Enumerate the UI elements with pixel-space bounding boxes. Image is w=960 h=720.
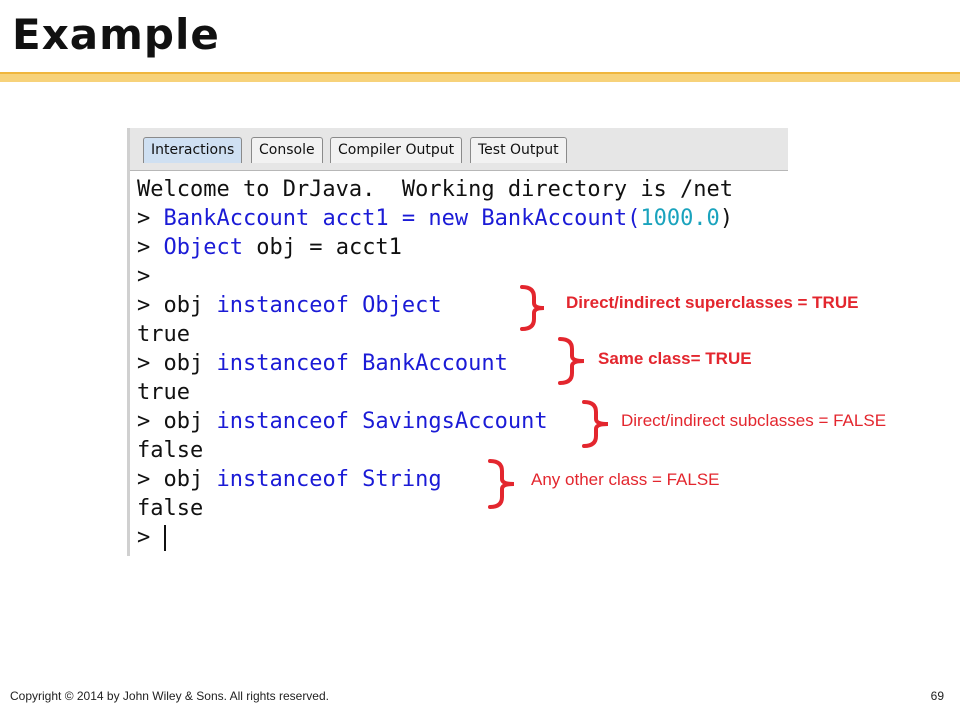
console-text: > obj bbox=[137, 467, 217, 492]
console-keyword: instanceof Object bbox=[216, 293, 442, 318]
console-line: false bbox=[137, 494, 733, 523]
console-line: > obj instanceof SavingsAccount bbox=[137, 407, 733, 436]
console-text: > obj bbox=[137, 351, 217, 376]
brace-2 bbox=[558, 337, 585, 385]
brace-1 bbox=[520, 285, 545, 331]
console-keyword: new BankAccount( bbox=[428, 206, 641, 231]
console-line: > Object obj = acct1 bbox=[137, 233, 733, 262]
brace-4 bbox=[488, 459, 515, 509]
console-number: 1000.0 bbox=[640, 206, 720, 231]
tab-test-output[interactable]: Test Output bbox=[470, 137, 567, 163]
tab-interactions[interactable]: Interactions bbox=[143, 137, 243, 163]
console-text: > bbox=[137, 264, 151, 289]
console-line: > obj instanceof String bbox=[137, 465, 733, 494]
console-text: > bbox=[137, 206, 164, 231]
console-text: > bbox=[137, 525, 164, 550]
console-line: > BankAccount acct1 = new BankAccount(10… bbox=[137, 204, 733, 233]
interactions-console[interactable]: Welcome to DrJava. Working directory is … bbox=[137, 175, 733, 552]
console-line: > bbox=[137, 262, 733, 291]
console-text: Welcome to DrJava. Working directory is … bbox=[137, 177, 734, 202]
title-underline-edge bbox=[0, 72, 960, 74]
annotation-same-class: Same class= TRUE bbox=[598, 349, 752, 368]
console-keyword: instanceof String bbox=[216, 467, 442, 492]
brace-3 bbox=[582, 400, 609, 448]
console-keyword: instanceof SavingsAccount bbox=[216, 409, 548, 434]
console-keyword: instanceof BankAccount bbox=[216, 351, 508, 376]
title-underline bbox=[0, 72, 960, 82]
console-line: > obj instanceof Object bbox=[137, 291, 733, 320]
console-keyword: BankAccount acct1 = bbox=[163, 206, 429, 231]
tab-compiler-output[interactable]: Compiler Output bbox=[330, 137, 463, 163]
console-text: > obj bbox=[137, 409, 217, 434]
annotation-superclasses: Direct/indirect superclasses = TRUE bbox=[566, 293, 859, 312]
console-text: > bbox=[137, 235, 164, 260]
tab-console[interactable]: Console bbox=[251, 137, 323, 163]
drjava-interactions-pane: Interactions Console Compiler Output Tes… bbox=[127, 128, 788, 556]
console-text: false bbox=[137, 496, 204, 521]
annotation-other-class: Any other class = FALSE bbox=[531, 470, 720, 489]
console-text: false bbox=[137, 438, 204, 463]
console-line: false bbox=[137, 436, 733, 465]
console-line: Welcome to DrJava. Working directory is … bbox=[137, 175, 733, 204]
console-text: true bbox=[137, 322, 190, 347]
tab-bar: Interactions Console Compiler Output Tes… bbox=[127, 128, 788, 171]
console-line: true bbox=[137, 320, 733, 349]
console-line: > bbox=[137, 523, 733, 552]
footer-copyright: Copyright © 2014 by John Wiley & Sons. A… bbox=[10, 689, 329, 703]
slide-title: Example bbox=[12, 10, 220, 59]
console-text: ) bbox=[719, 206, 734, 231]
page-number: 69 bbox=[930, 689, 944, 703]
console-text: true bbox=[137, 380, 190, 405]
console-text: > obj bbox=[137, 293, 217, 318]
pane-left-edge bbox=[127, 128, 130, 556]
text-cursor bbox=[163, 525, 166, 551]
console-line: > obj instanceof BankAccount bbox=[137, 349, 733, 378]
console-text: obj = acct1 bbox=[242, 235, 402, 260]
console-keyword: Object bbox=[163, 235, 243, 260]
annotation-subclasses: Direct/indirect subclasses = FALSE bbox=[621, 411, 887, 430]
console-line: true bbox=[137, 378, 733, 407]
